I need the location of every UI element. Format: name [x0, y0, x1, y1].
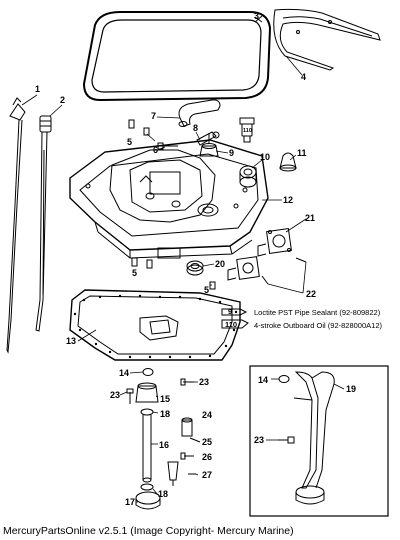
copyright-footer: MercuryPartsOnline v2.5.1 (Image Copyrig…	[3, 525, 294, 537]
screw-part-26	[180, 452, 194, 460]
oil-badge: 110	[225, 320, 237, 329]
housing-part-22	[227, 256, 307, 285]
legend: 9 Loctite PST Pipe Sealant (92-809822) 1…	[225, 128, 382, 330]
callout-10: 10	[260, 152, 270, 162]
callout-5-lower: 5	[204, 285, 209, 295]
bracket-part-4	[273, 8, 381, 71]
sealant-tube-icon	[221, 308, 248, 316]
callout-11: 11	[297, 148, 307, 158]
oil-bottle-icon	[221, 319, 249, 329]
callout-19: 19	[346, 384, 356, 394]
callout-15: 15	[160, 394, 170, 404]
grommet-part-10	[239, 165, 257, 188]
tube-part-27	[167, 461, 196, 486]
housing-part-15	[135, 382, 159, 403]
tube-badge: 110	[243, 128, 252, 134]
sealant-badge: 9	[228, 307, 232, 316]
dipstick-tube-part-2	[35, 115, 52, 332]
screw-part-5	[128, 119, 216, 290]
hose-part-7	[178, 99, 221, 127]
oil-legend-text: 4-stroke Outboard Oil (92-828000A12)	[254, 321, 382, 330]
callout-7: 7	[151, 111, 156, 121]
callout-21: 21	[305, 213, 315, 223]
callout-20: 20	[215, 259, 225, 269]
callout-27: 27	[202, 470, 212, 480]
callout-14-main: 14	[119, 368, 129, 378]
callout-26: 26	[202, 452, 212, 462]
callout-8: 8	[193, 123, 198, 133]
callout-3: 3	[254, 11, 259, 21]
callout-5-middle: 5	[132, 268, 137, 278]
adapter-plate-part-12	[69, 139, 269, 259]
callout-13: 13	[66, 336, 76, 346]
screen-part-17	[135, 491, 161, 510]
callout-18-upper: 18	[160, 409, 170, 419]
fitting-part-8	[196, 131, 220, 146]
inset-box	[249, 365, 389, 517]
callout-5-upper: 5	[127, 137, 132, 147]
gasket-part-13	[69, 289, 241, 361]
oil-tube-icon	[239, 117, 255, 143]
washer-part-20	[186, 260, 204, 276]
callout-9: 9	[229, 148, 234, 158]
callout-1: 1	[35, 84, 40, 94]
callout-14-inset: 14	[258, 375, 268, 385]
callout-25: 25	[202, 437, 212, 447]
callout-18-lower: 18	[158, 489, 168, 499]
callout-24: 24	[202, 410, 212, 420]
cap-part-11	[279, 152, 297, 172]
screw-part-23	[126, 378, 194, 404]
fitting-part-24	[181, 417, 201, 443]
leader-lines	[21, 16, 345, 503]
cowl-seal-part-3	[82, 11, 272, 102]
dipstick-part-1	[6, 97, 26, 354]
callout-4: 4	[301, 72, 306, 82]
o-ring-part-14	[142, 368, 154, 376]
callout-16: 16	[159, 440, 169, 450]
housing-part-21	[257, 228, 292, 257]
fitting-part-9	[199, 133, 219, 157]
callout-23-right: 23	[199, 377, 209, 387]
callout-6: 6	[153, 145, 158, 155]
callout-23-inset: 23	[254, 435, 264, 445]
pickup-tube-part-16	[142, 415, 152, 483]
sealant-legend-text: Loctite PST Pipe Sealant (92-809822)	[254, 308, 381, 317]
callout-12: 12	[283, 195, 293, 205]
callout-22: 22	[306, 289, 316, 299]
callout-17: 17	[125, 497, 135, 507]
callout-23-left: 23	[110, 390, 120, 400]
callout-labels: 3 4 1 2 7 5 6 8 9 10 11 12 21 5 20 5 22 …	[35, 11, 356, 507]
callout-2: 2	[60, 95, 65, 105]
